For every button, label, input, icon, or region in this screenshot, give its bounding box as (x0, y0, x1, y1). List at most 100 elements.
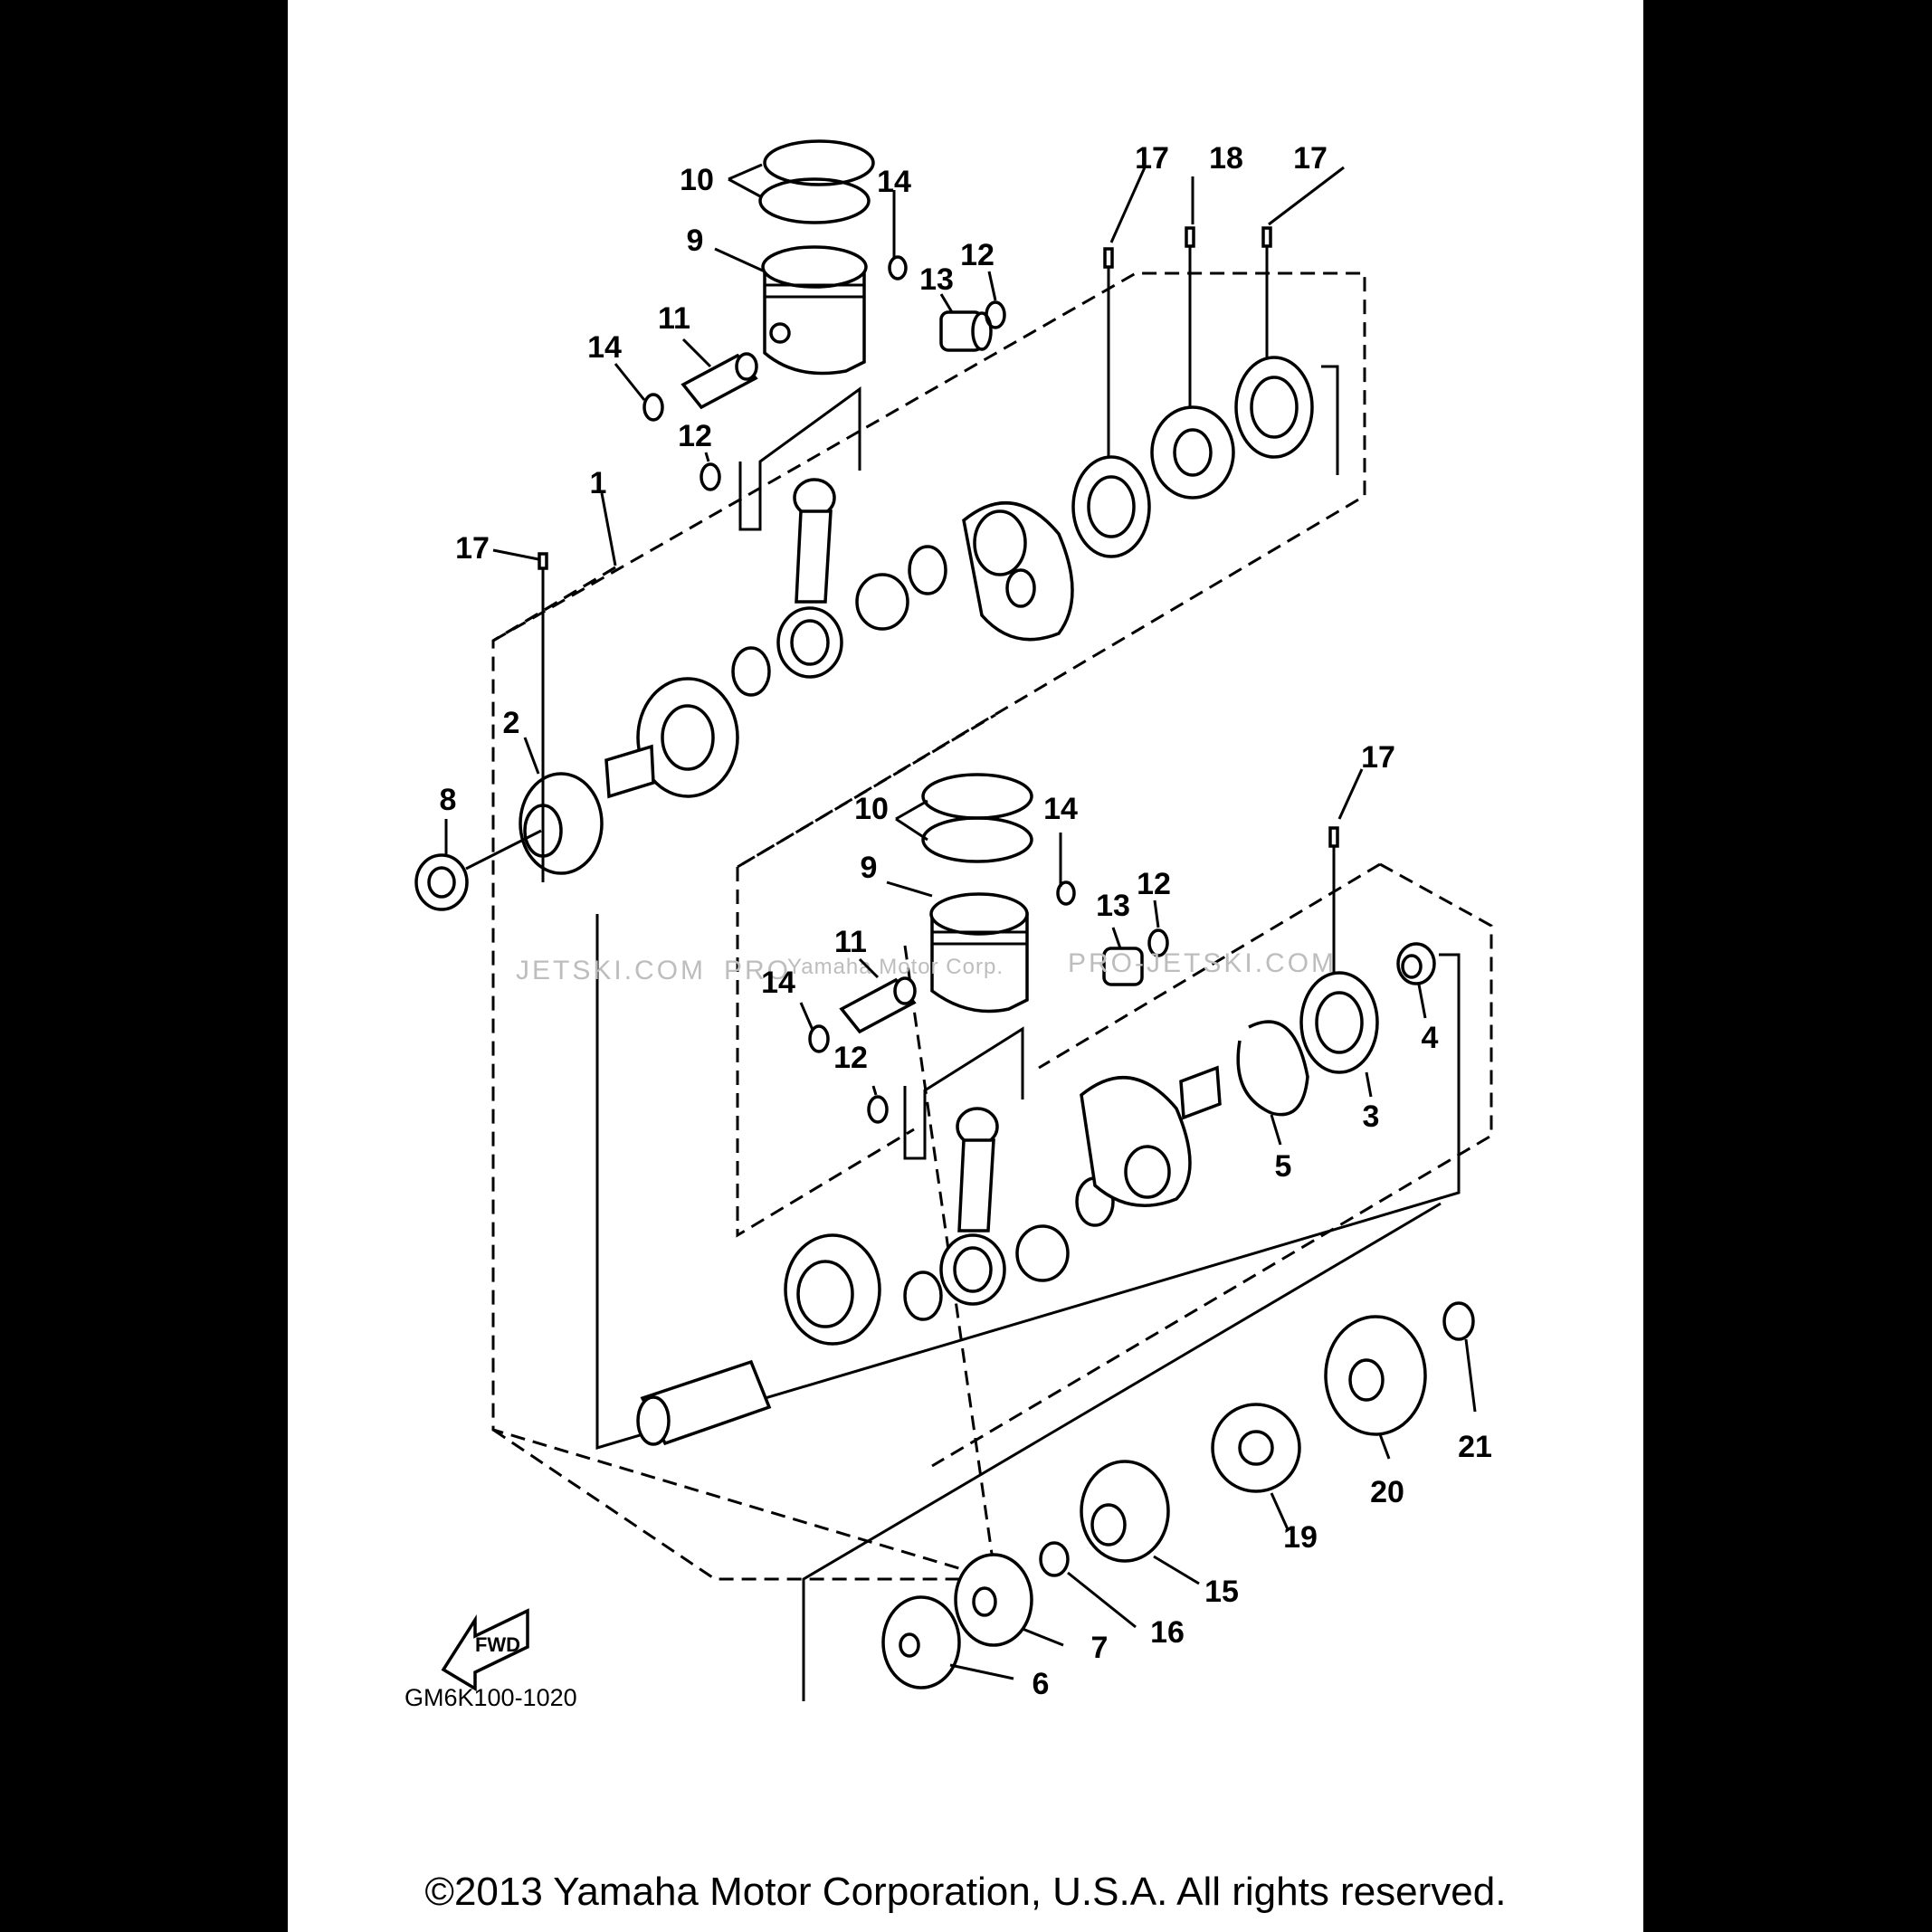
callout-10-upper: 10 (680, 163, 714, 197)
connecting-rod-upper (776, 478, 843, 679)
callout-17-top-a: 17 (1135, 141, 1169, 176)
dowel-pin-17-left (538, 552, 548, 570)
copyright-notice: ©2013 Yamaha Motor Corporation, U.S.A. A… (424, 1870, 1507, 1914)
crank-web-upper-left (636, 677, 739, 798)
circlip-lower-left (808, 1024, 830, 1053)
callout-labels: 1 2 3 4 5 6 7 8 9 9 10 10 11 11 12 12 12… (440, 141, 1492, 1701)
callout-5: 5 (1275, 1149, 1292, 1184)
thrust-washer-upper-b (731, 646, 771, 697)
big-end-bearing-upper (855, 573, 909, 631)
needle-bearing-upper (939, 310, 993, 352)
bearing-upper-center (1071, 455, 1151, 558)
callout-4: 4 (1422, 1021, 1439, 1055)
connecting-rod-lower (939, 1107, 1006, 1306)
dowel-pin-18 (1185, 226, 1195, 248)
bracket-line-cylinder2 (903, 1026, 1024, 1160)
callout-1: 1 (590, 466, 607, 500)
circlip-upper-left (642, 393, 664, 422)
washer-lower-b (867, 1095, 889, 1124)
callout-9-upper: 9 (687, 224, 704, 258)
leader-8-2 (465, 829, 542, 871)
needle-bearing-lower (1102, 947, 1144, 986)
coupling-20 (1324, 1315, 1427, 1436)
dowel-pin-17-lower (1328, 826, 1339, 848)
assembly-outline-upper (491, 271, 1366, 1582)
spacer-6 (881, 1595, 961, 1689)
callout-6: 6 (1033, 1667, 1050, 1701)
washer-upper-b (700, 462, 721, 491)
bearing-upper-right (1234, 356, 1314, 459)
callout-12-lower-left: 12 (833, 1041, 868, 1075)
assembly-outline-lower (492, 713, 1493, 1581)
fwd-arrow-icon: FWD (441, 1608, 529, 1692)
labyrinth-seal (1150, 405, 1235, 500)
washer-lower-a (1147, 928, 1169, 957)
circlip-lower-right (1056, 880, 1076, 906)
callout-13-upper: 13 (919, 262, 954, 297)
crank-shaft-spline (1179, 1065, 1222, 1120)
leader-lines (444, 163, 1477, 1680)
crank-shaft-end (604, 744, 655, 799)
callout-14-lower-left: 14 (761, 966, 795, 1000)
callout-14-lower-right: 14 (1043, 792, 1078, 826)
crank-web-upper-right (962, 500, 1074, 642)
circlip-upper-right (888, 255, 908, 281)
diagram-code: GM6K100-1020 (404, 1684, 577, 1711)
piston-pin-lower (839, 976, 917, 1034)
callout-11-lower: 11 (834, 925, 867, 959)
piston-upper (761, 245, 868, 376)
callout-12-upper-right: 12 (960, 238, 995, 272)
bearing-left (519, 772, 604, 875)
piston-ring-lower (921, 773, 1033, 863)
watermark-pro-jetski: PRO-JETSKI.COM (1068, 948, 1337, 978)
callout-12-upper-left: 12 (678, 419, 712, 453)
bracket-line-lower-right (595, 914, 1461, 1451)
callout-21: 21 (1458, 1430, 1492, 1464)
collar (1396, 942, 1436, 985)
watermark-jetski: JETSKI.COM (516, 956, 706, 985)
bracket-line-bottom (802, 1202, 1442, 1701)
washer-21 (1442, 1301, 1475, 1341)
callout-17-lower: 17 (1361, 740, 1395, 775)
shaft-cylinder-end (636, 1395, 671, 1446)
piston-ring-upper (758, 139, 875, 224)
bearing-lower-right (1299, 971, 1379, 1074)
snap-ring (1236, 1020, 1309, 1117)
callout-7: 7 (1091, 1631, 1109, 1665)
oil-seal-left (414, 853, 469, 911)
piston-lower (929, 892, 1029, 1014)
washer-upper-a (985, 300, 1006, 329)
callout-11-upper: 11 (658, 301, 690, 336)
callout-9-lower: 9 (861, 851, 878, 885)
callout-17-left: 17 (455, 531, 490, 566)
dowel-pin-17-top-b (1261, 226, 1272, 248)
fwd-label: FWD (475, 1633, 520, 1656)
big-end-bearing-lower (1015, 1224, 1070, 1282)
callout-18: 18 (1209, 141, 1243, 176)
callout-14-upper-left: 14 (587, 330, 622, 365)
callout-15: 15 (1204, 1575, 1239, 1609)
callout-19: 19 (1283, 1520, 1318, 1555)
bracket-line-cylinder1 (738, 386, 861, 531)
callout-20: 20 (1370, 1475, 1404, 1509)
dowel-pin-17-top-a (1103, 247, 1114, 269)
o-ring-16 (1039, 1541, 1070, 1577)
watermark-pro: PRO (724, 956, 791, 985)
bracket-line-upper (1321, 365, 1339, 475)
watermark-yamaha: Yamaha Motor Corp. (787, 955, 1004, 979)
spacer-7 (954, 1553, 1033, 1647)
drive-coupling-15 (1080, 1460, 1170, 1563)
crank-web-lower-left (784, 1233, 881, 1346)
thrust-washer-upper-a (908, 545, 947, 595)
callout-17-top-b: 17 (1293, 141, 1328, 176)
callout-10-lower: 10 (854, 792, 889, 826)
rubber-damper-19 (1211, 1403, 1301, 1493)
callout-13-lower: 13 (1096, 889, 1130, 923)
callout-2: 2 (503, 706, 520, 740)
callout-14-upper-right: 14 (877, 165, 911, 199)
callout-12-lower-right: 12 (1137, 867, 1171, 901)
callout-16: 16 (1150, 1615, 1185, 1650)
callout-8: 8 (440, 783, 457, 817)
